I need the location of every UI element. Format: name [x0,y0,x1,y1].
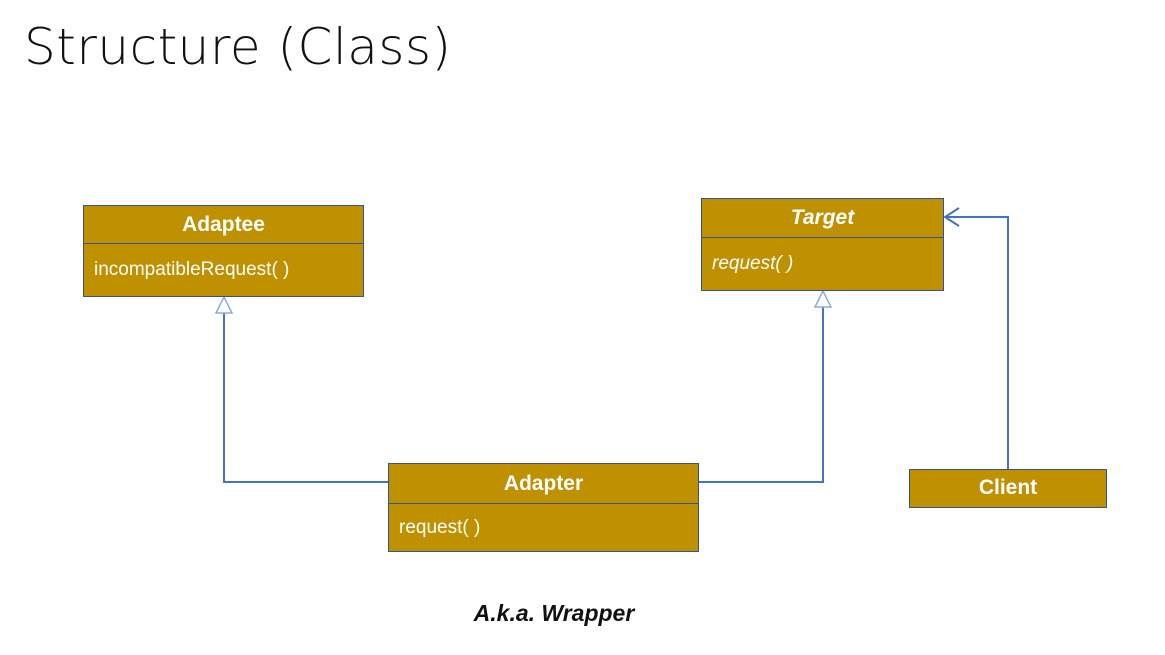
adaptee-generalization-arrowhead [214,295,234,314]
association-arrowhead [943,207,960,227]
target-operation: request( ) [712,253,794,274]
client-to-target-association [945,216,1009,470]
adaptee-class: Adaptee incompatibleRequest( ) [83,205,364,297]
target-class: Target request( ) [701,198,944,291]
caption: A.k.a. Wrapper [473,600,635,626]
adaptee-operation: incompatibleRequest( ) [94,259,290,280]
target-class-name: Target [702,199,943,238]
adaptee-class-name: Adaptee [84,206,363,244]
client-class: Client [909,469,1107,508]
client-class-name: Client [978,476,1038,499]
adapter-class: Adapter request( ) [388,463,699,552]
slide-title: Structure (Class) [24,18,452,76]
adapter-operation: request( ) [399,516,481,538]
adapter-to-target-generalization [699,307,824,483]
adapter-to-adaptee-generalization [223,313,389,483]
target-generalization-arrowhead [813,289,833,308]
adapter-class-name: Adapter [389,464,698,504]
